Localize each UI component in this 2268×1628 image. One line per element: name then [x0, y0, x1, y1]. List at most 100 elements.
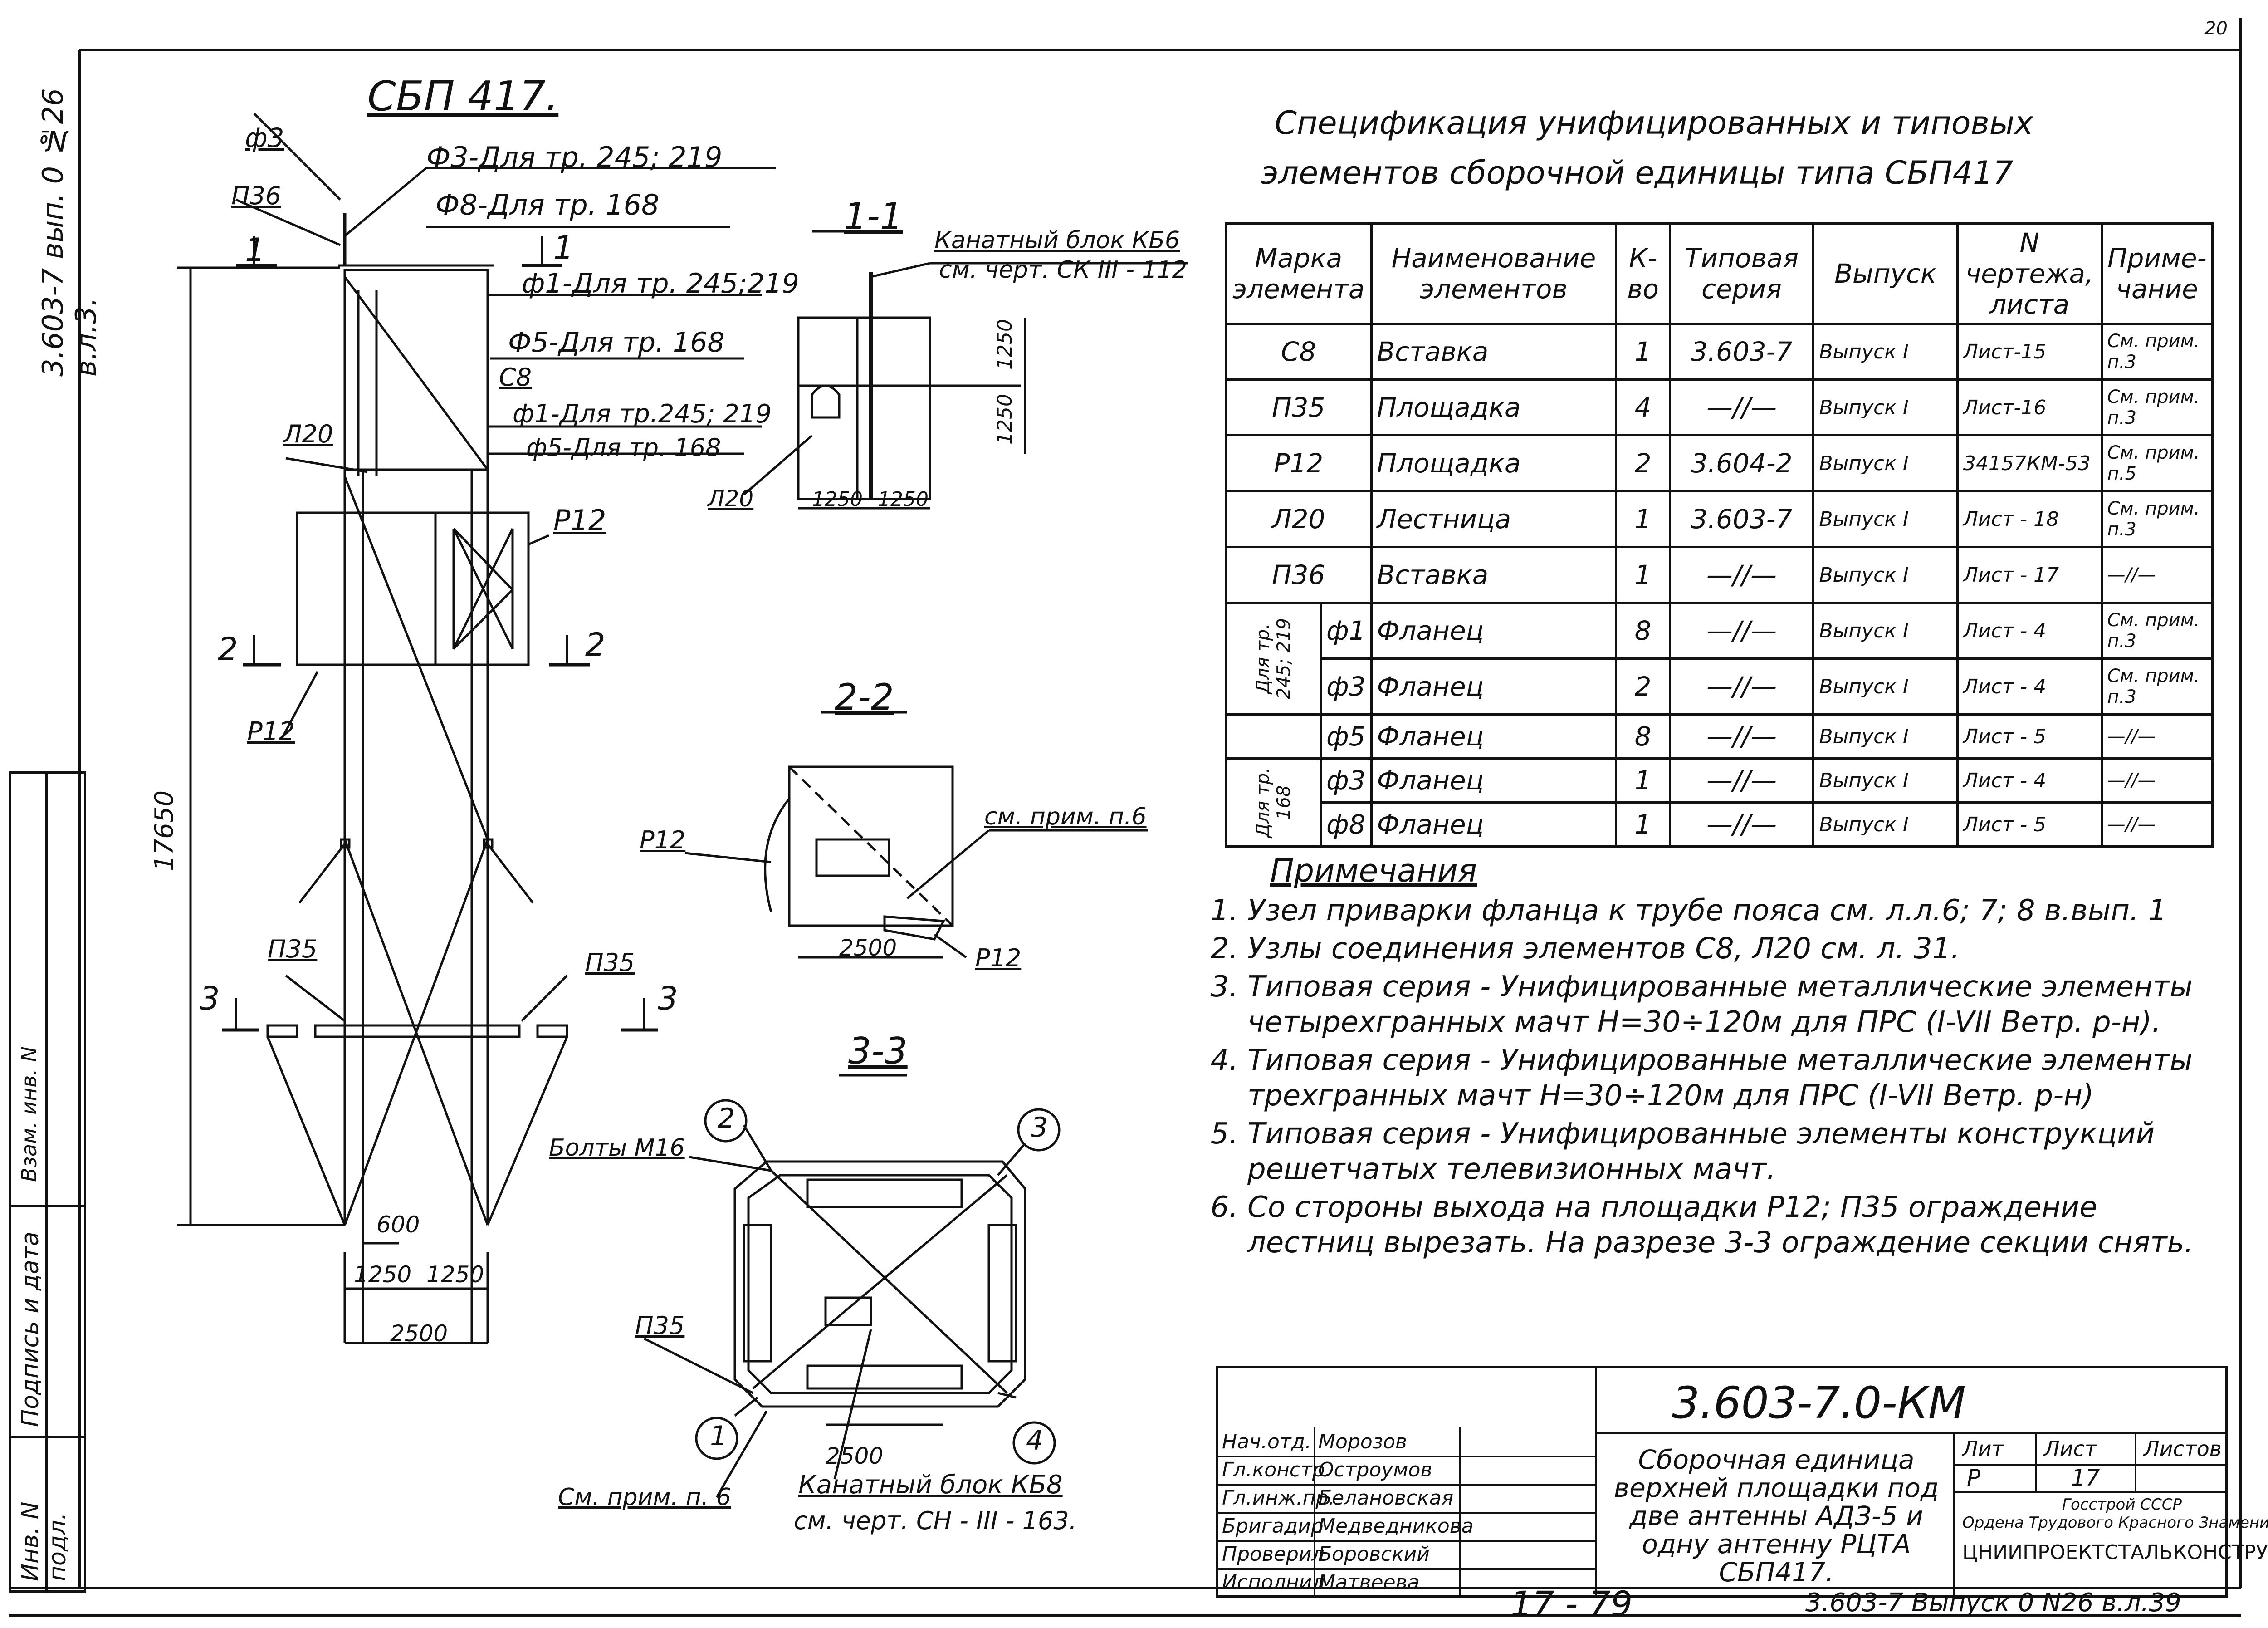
table-row: П35 Площадка 4 —//— Выпуск I Лист-16 См.…	[1225, 378, 2214, 436]
label-r12-main-right: Р12	[553, 504, 606, 537]
label-f3-note: Ф3-Для тр. 245; 219	[426, 141, 723, 174]
cell-name: Площадка	[1370, 434, 1618, 492]
notes-title: Примечания	[1270, 852, 1477, 889]
cell-name: Фланец	[1370, 657, 1618, 716]
table-row: ф8 Фланец 1 —//— Выпуск I Лист - 5 —//—	[1226, 801, 2214, 848]
header-note: Приме- чание	[2100, 222, 2214, 325]
table-row: Для тр. 168 ф3 Фланец 1 —//— Выпуск I Ли…	[1226, 757, 2214, 847]
spec-table: Марка элемента Наименование элементов К-…	[1225, 222, 2214, 848]
cell-issue: Выпуск I	[1812, 602, 1959, 660]
table-row: С8 Вставка 1 3.603-7 Выпуск I Лист-15 См…	[1225, 323, 2214, 381]
label-c8: С8	[499, 363, 532, 392]
left-strip-vzam: Взам. инв. N	[17, 1046, 41, 1182]
stamp-name: Белановская	[1318, 1486, 1454, 1510]
footer-left-code: 17 - 79	[1510, 1584, 1633, 1624]
label-dim-2500: 2500	[390, 1320, 448, 1347]
cell-qty: 1	[1615, 801, 1671, 848]
section-3-3-dim: 2500	[826, 1443, 884, 1469]
stamp-sheets-label: Листов	[2144, 1437, 2222, 1461]
label-f5-note-top: Ф5-Для тр. 168	[508, 327, 725, 358]
cell-note: См. прим. п.3	[2100, 602, 2214, 660]
left-strip-hline	[11, 1205, 84, 1207]
title-block: 3.603-7.0-КМ Нач.отд.Морозов Гл.констр.О…	[1216, 1366, 2268, 1598]
table-row: ф3 Фланец 2 —//— Выпуск I Лист - 4 См. п…	[1226, 657, 2214, 716]
label-r12-main-left: Р12	[247, 717, 295, 746]
stamp-cell-vline	[2135, 1432, 2136, 1491]
cell-note: См. прим. п.5	[2100, 434, 2214, 492]
cell-note: —//—	[2100, 801, 2214, 848]
page-header-vertical: 3.603-7 вып. 0 №26 в.л.3.	[36, 88, 103, 377]
cell-issue: Выпуск I	[1812, 657, 1959, 716]
stamp-org-line1: Госстрой СССР	[2062, 1496, 2182, 1514]
label-section3-left: 3	[200, 980, 220, 1017]
left-strip-divider	[45, 774, 48, 1590]
cell-series: 3.603-7	[1668, 490, 1815, 548]
cell-mark: ф1	[1320, 602, 1373, 660]
note-item: Узел приварки фланца к трубе пояса см. л…	[1247, 893, 2214, 928]
group-245-label: Для тр. 245; 219	[1226, 603, 1321, 715]
section-1-1-l20: Л20	[708, 485, 754, 512]
cell-qty: 8	[1615, 713, 1671, 760]
stamp-role: Гл.констр.	[1222, 1458, 1331, 1481]
section-2-2-note: см. прим. п.6	[984, 803, 1147, 830]
section-1-1-dim-h1: 1250	[812, 488, 863, 511]
label-f1-note-top: ф1-Для тр. 245;219	[522, 268, 799, 299]
label-section1-right: 1	[553, 229, 574, 266]
cell-drawing: 34157КМ-53	[1956, 434, 2103, 492]
cell-mark: ф8	[1320, 801, 1373, 848]
label-dim-1250-a: 1250	[354, 1261, 412, 1288]
cell-issue: Выпуск I	[1812, 801, 1959, 848]
header-issue: Выпуск	[1812, 222, 1959, 325]
cell-drawing: Лист - 4	[1956, 602, 2103, 660]
section-1-1-dim-v1: 1250	[993, 319, 1017, 370]
cell-qty: 4	[1615, 378, 1671, 436]
label-dim-1250-b: 1250	[426, 1261, 484, 1288]
section-2-2-r12-left: Р12	[640, 826, 686, 854]
cell-drawing: Лист - 4	[1956, 657, 2103, 716]
header-qty: К-во	[1615, 222, 1671, 325]
cell-qty: 1	[1615, 546, 1671, 604]
header-drawing: N чертежа, листа	[1956, 222, 2103, 325]
cell-name: Вставка	[1370, 323, 1618, 381]
note-item: Со стороны выхода на площадки Р12; П35 о…	[1247, 1190, 2214, 1260]
section-2-2-r12-right: Р12	[975, 944, 1022, 972]
notes-block: Примечания Узел приварки фланца к трубе …	[1216, 853, 2214, 1263]
doc-code: 3.603-7.0-КМ	[1672, 1378, 1966, 1428]
cell-series: —//—	[1668, 546, 1815, 604]
note-item: Типовая серия - Унифицированные металлич…	[1247, 969, 2214, 1040]
label-p35-left: П35	[268, 935, 318, 963]
section-1-1-title: 1-1	[844, 195, 903, 237]
cell-note: См. прим. п.3	[2100, 323, 2214, 381]
label-section2-left: 2	[218, 631, 238, 668]
cell-name: Площадка	[1370, 378, 1618, 436]
cell-name: Лестница	[1370, 490, 1618, 548]
cell-note: См. прим. п.3	[2100, 490, 2214, 548]
cell-name: Вставка	[1370, 546, 1618, 604]
cell-issue: Выпуск I	[1812, 378, 1959, 436]
circle-label-4: 4	[1026, 1425, 1044, 1456]
cell-note: —//—	[2100, 546, 2214, 604]
cell-series: 3.604-2	[1668, 434, 1815, 492]
cell-series: —//—	[1668, 602, 1815, 660]
stamp-name: Морозов	[1318, 1430, 1407, 1453]
note-item: Узлы соединения элементов С8, Л20 см. л.…	[1247, 931, 2214, 966]
cell-mark: С8	[1225, 323, 1373, 381]
label-f8-note: Ф8-Для тр. 168	[435, 188, 660, 221]
label-height-dim: 17650	[150, 790, 179, 871]
stamp-col-divider	[1314, 1427, 1315, 1595]
cell-mark: П36	[1225, 546, 1373, 604]
stamp-col-divider	[1459, 1427, 1461, 1595]
table-row: ф5 Фланец 8 —//— Выпуск I Лист - 5 —//—	[1225, 713, 2214, 760]
stamp-vline-2	[1953, 1432, 1955, 1595]
section-1-1-dim-v2: 1250	[993, 394, 1017, 445]
section-3-3-title: 3-3	[848, 1030, 908, 1072]
cell-issue: Выпуск I	[1812, 713, 1959, 760]
section-3-3-bolts: Болты М16	[549, 1134, 685, 1162]
cell-qty: 1	[1615, 323, 1671, 381]
section-2-2-dim: 2500	[839, 935, 897, 961]
cell-series: —//—	[1668, 657, 1815, 716]
cell-note: См. прим. п.3	[2100, 657, 2214, 716]
cell-qty: 1	[1615, 757, 1671, 804]
